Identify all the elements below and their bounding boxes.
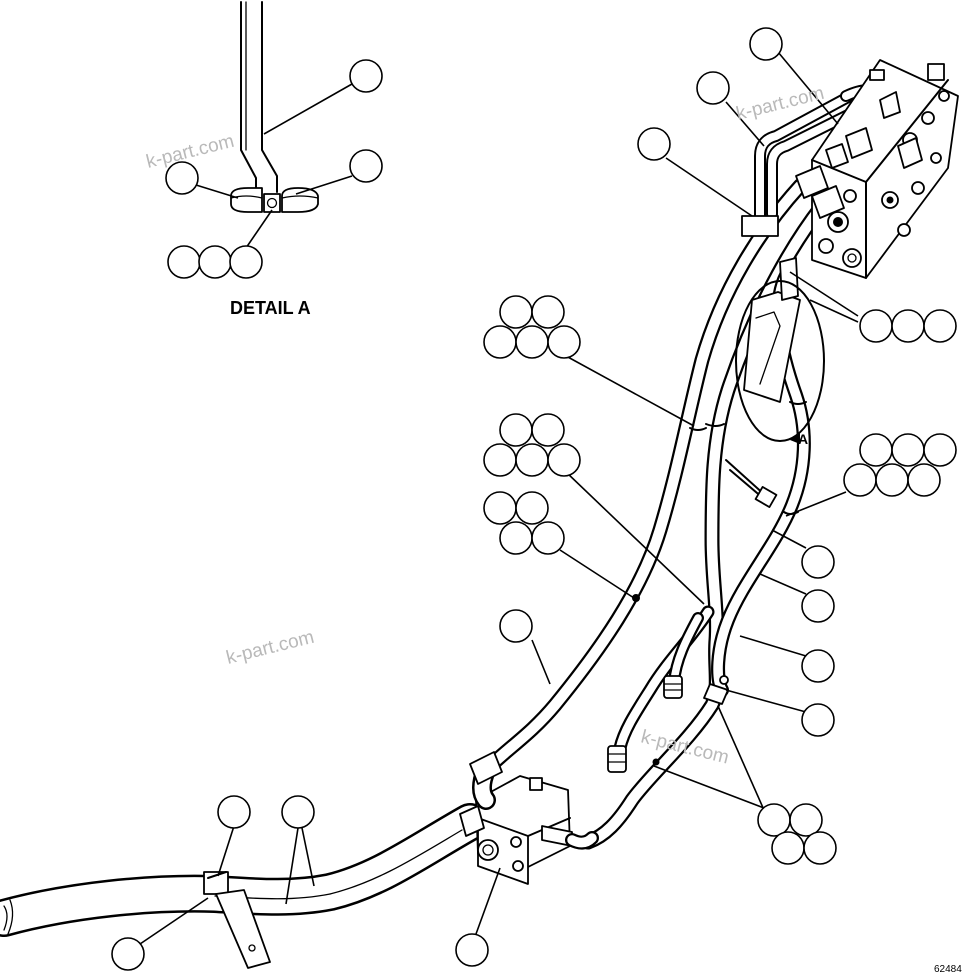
leader-lines: [139, 51, 859, 945]
callout-balloon: [515, 443, 549, 477]
callout-balloon: [771, 831, 805, 865]
callout-balloon: [499, 521, 533, 555]
callout-balloon: [923, 309, 957, 343]
callout-balloon: [547, 325, 581, 359]
callout-balloon: [515, 325, 549, 359]
callout-balloon: [167, 245, 201, 279]
detail-a-reference-circle: [735, 280, 825, 442]
callout-balloon: [859, 433, 893, 467]
callout-balloon: [859, 309, 893, 343]
suction-hose: [0, 803, 489, 937]
detail-a-title: DETAIL A: [230, 298, 311, 318]
support-bracket: [743, 257, 801, 403]
callout-balloon: [111, 937, 145, 971]
callout-balloon: [483, 491, 517, 525]
callout-balloon: [349, 59, 383, 93]
callout-balloon: [891, 309, 925, 343]
callout-balloon: [803, 831, 837, 865]
callout-balloon: [455, 933, 489, 967]
callout-balloon: [789, 803, 823, 837]
callout-balloon: [229, 245, 263, 279]
detail-a-marker: A: [798, 431, 808, 447]
main-pressure-hose: [478, 178, 808, 778]
callout-balloon: [165, 161, 199, 195]
callout-balloon: [749, 27, 783, 61]
callout-balloon: [499, 413, 533, 447]
callout-balloon: [801, 589, 835, 623]
callout-balloon: [515, 491, 549, 525]
hydraulic-pump: [459, 751, 599, 885]
suction-hose-clamp-bracket: [203, 871, 271, 969]
callout-balloon: [281, 795, 315, 829]
callout-balloon: [875, 463, 909, 497]
hose-strap: [725, 459, 778, 508]
callout-balloon: [907, 463, 941, 497]
callout-balloon: [198, 245, 232, 279]
callout-balloon: [499, 609, 533, 643]
callout-balloon: [891, 433, 925, 467]
short-branch-hose: [613, 605, 715, 755]
callout-balloon: [801, 545, 835, 579]
callout-balloon: [499, 295, 533, 329]
detail-a-arrow: [790, 432, 800, 444]
watermark-text: k-part.com: [224, 627, 316, 669]
callout-balloon: [217, 795, 251, 829]
callout-balloon: [531, 413, 565, 447]
callout-balloon: [696, 71, 730, 105]
callout-balloon: [801, 703, 835, 737]
callout-balloon: [349, 149, 383, 183]
callout-balloon: [637, 127, 671, 161]
callout-balloon: [531, 521, 565, 555]
callout-balloon: [843, 463, 877, 497]
callout-balloon: [757, 803, 791, 837]
callout-balloon: [923, 433, 957, 467]
callout-balloon: [531, 295, 565, 329]
main-return-hose: [580, 198, 830, 850]
callout-balloon: [483, 325, 517, 359]
callout-balloon: [483, 443, 517, 477]
figure-id: 62484: [934, 964, 962, 975]
callout-balloon: [547, 443, 581, 477]
detail-a-clamp-drawing: [230, 1, 319, 213]
control-valve-block: [795, 59, 959, 279]
callout-balloon: [801, 649, 835, 683]
lower-fittings: [607, 675, 729, 773]
callout-balloons: [111, 27, 957, 971]
